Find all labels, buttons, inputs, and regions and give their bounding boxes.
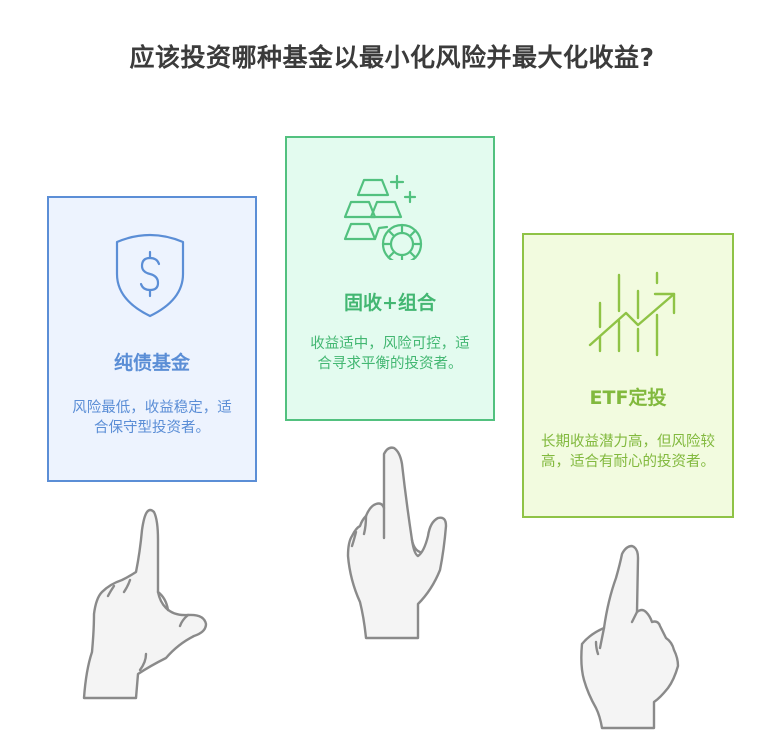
page-title: 应该投资哪种基金以最小化风险并最大化收益? — [129, 43, 655, 72]
option-card-bond: 纯债基金 风险最低，收益稳定，适合保守型投资者。 — [47, 196, 257, 482]
option-card-mixed: 固收+组合 收益适中，风险可控，适合寻求平衡的投资者。 — [285, 136, 495, 421]
trend-up-chart-icon — [524, 263, 732, 358]
option-title: 纯债基金 — [113, 352, 190, 374]
option-title: ETF定投 — [589, 387, 667, 409]
option-card-etf: ETF定投 长期收益潜力高，但风险较高，适合有耐心的投资者。 — [522, 233, 734, 518]
pointing-hand-icon — [70, 500, 220, 714]
gold-bars-coin-icon — [287, 170, 493, 265]
option-description: 风险最低，收益稳定，适合保守型投资者。 — [72, 400, 232, 436]
option-title: 固收+组合 — [344, 292, 436, 314]
option-description: 收益适中，风险可控，适合寻求平衡的投资者。 — [310, 336, 470, 372]
option-description: 长期收益潜力高，但风险较高，适合有耐心的投资者。 — [541, 434, 715, 470]
pointing-hand-icon — [330, 440, 460, 674]
pointing-hand-icon — [560, 530, 700, 744]
shield-dollar-icon — [49, 230, 255, 320]
